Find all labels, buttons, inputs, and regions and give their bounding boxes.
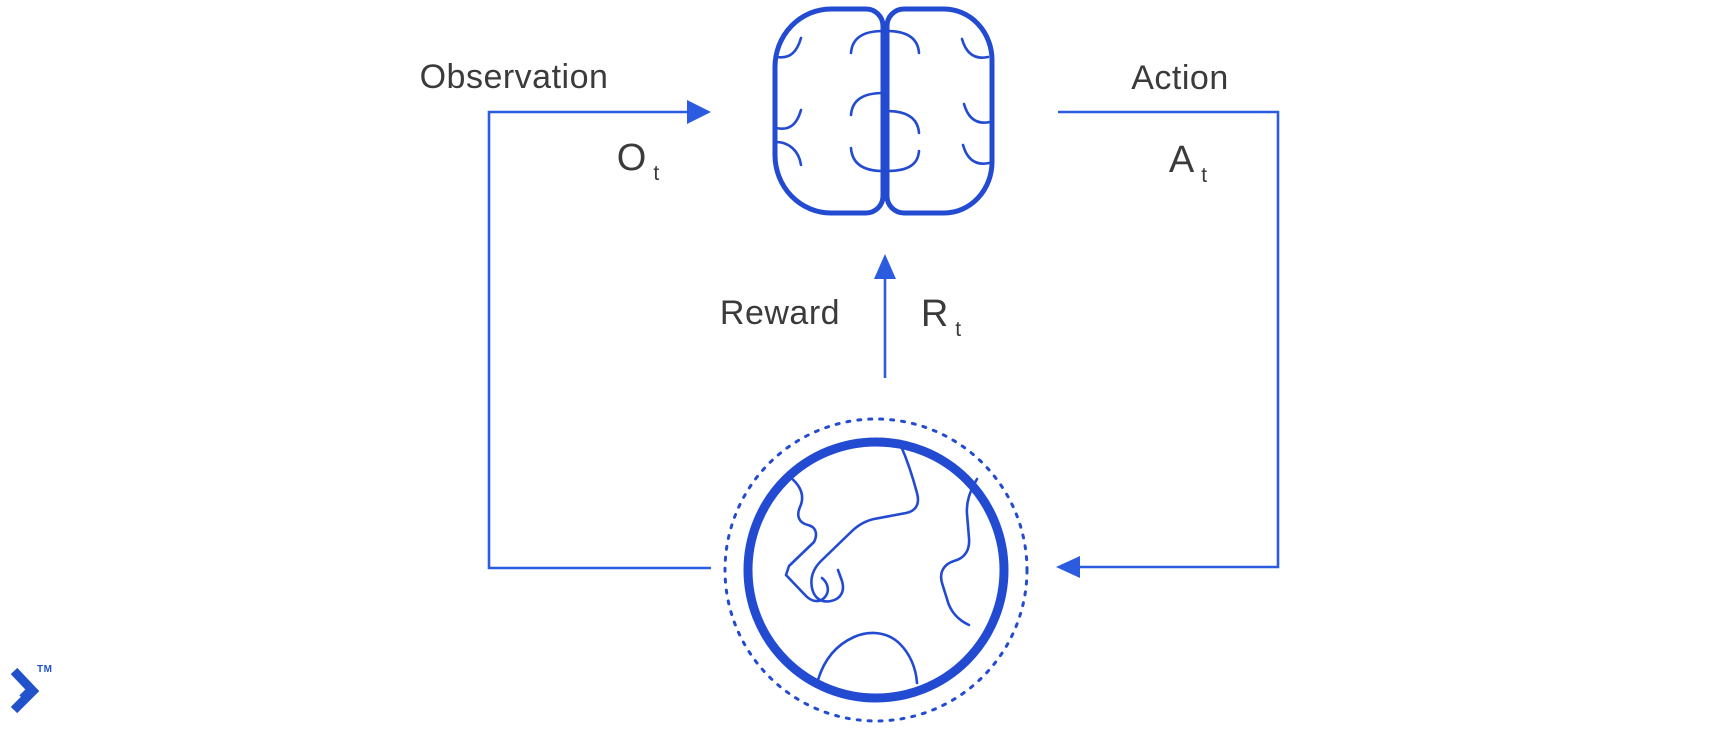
action-flow-arrow xyxy=(1056,110,1280,578)
observation-arrowhead-icon xyxy=(687,100,711,124)
observation-path xyxy=(487,110,711,570)
observation-flow-arrow xyxy=(487,100,711,570)
observation-label: Observation xyxy=(419,58,609,96)
observation-symbol-letter: O xyxy=(616,137,647,179)
trademark-label: TM xyxy=(37,664,53,675)
action-symbol-subscript: t xyxy=(1201,164,1208,187)
globe-continents xyxy=(784,444,979,685)
reward-flow-arrow xyxy=(874,254,896,378)
globe-icon xyxy=(723,417,1029,723)
reward-arrowhead-icon xyxy=(874,254,896,279)
toptal-logo-icon xyxy=(10,667,40,714)
brain-right-lobe xyxy=(884,6,995,216)
brain-gyri-lines xyxy=(774,29,992,173)
brain-left-lobe xyxy=(772,6,886,216)
globe-dotted-orbit xyxy=(723,417,1029,723)
reward-symbol-subscript: t xyxy=(955,318,962,341)
reward-symbol-letter: R xyxy=(920,293,949,335)
logo-chevron xyxy=(10,667,40,714)
action-symbol-letter: A xyxy=(1168,139,1195,181)
observation-symbol-subscript: t xyxy=(653,162,660,185)
brain-icon xyxy=(772,6,995,216)
action-path xyxy=(1058,110,1280,569)
action-arrowhead-icon xyxy=(1056,556,1080,578)
reward-label: Reward xyxy=(719,294,841,332)
logo-slash xyxy=(19,687,31,699)
action-label: Action xyxy=(1131,59,1229,97)
globe-rim xyxy=(743,437,1009,703)
